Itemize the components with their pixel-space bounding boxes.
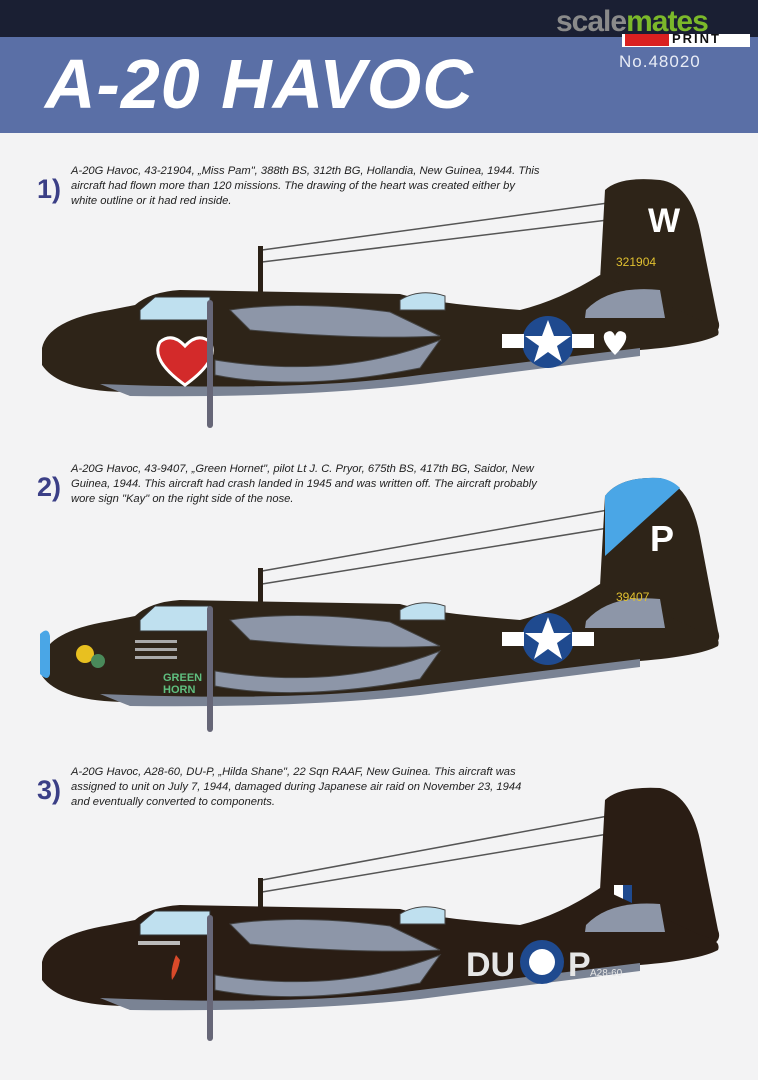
profile-number: 2) [37,472,62,502]
profile-description: A-20G Havoc, 43-21904, „Miss Pam", 388th… [71,165,540,207]
svg-text:GREEN: GREEN [163,672,202,684]
serial: A28-60 [590,968,623,979]
page-title: A-20 HAVOC [45,45,474,123]
aircraft-profile-1: 321904 W [42,179,720,428]
profile-number: 1) [37,174,62,204]
tail-serial: 321904 [616,255,656,269]
watermark: scalemates [556,5,709,38]
profile-description: A-20G Havoc, A28-60, DU-P, „Hilda Shane"… [71,766,522,808]
tail-letter: P [650,518,674,559]
profile-description: A-20G Havoc, 43-9407, „Green Hornet", pi… [71,463,537,505]
profile-number: 3) [37,775,62,805]
tail-letter: W [648,202,681,240]
top-bar [0,0,758,37]
title-banner [0,37,758,133]
code-left: DU [466,946,515,984]
aircraft-profile-3: DU P A28-60 [42,787,720,1041]
aircraft-profile-2: GREEN HORN 39407 P [40,477,720,732]
svg-text:HORN: HORN [163,684,195,696]
tail-serial: 39407 [616,590,650,604]
brand-logo: PRINT [622,31,750,47]
code-right: P [568,946,591,984]
kit-number: No.48020 [619,52,701,71]
